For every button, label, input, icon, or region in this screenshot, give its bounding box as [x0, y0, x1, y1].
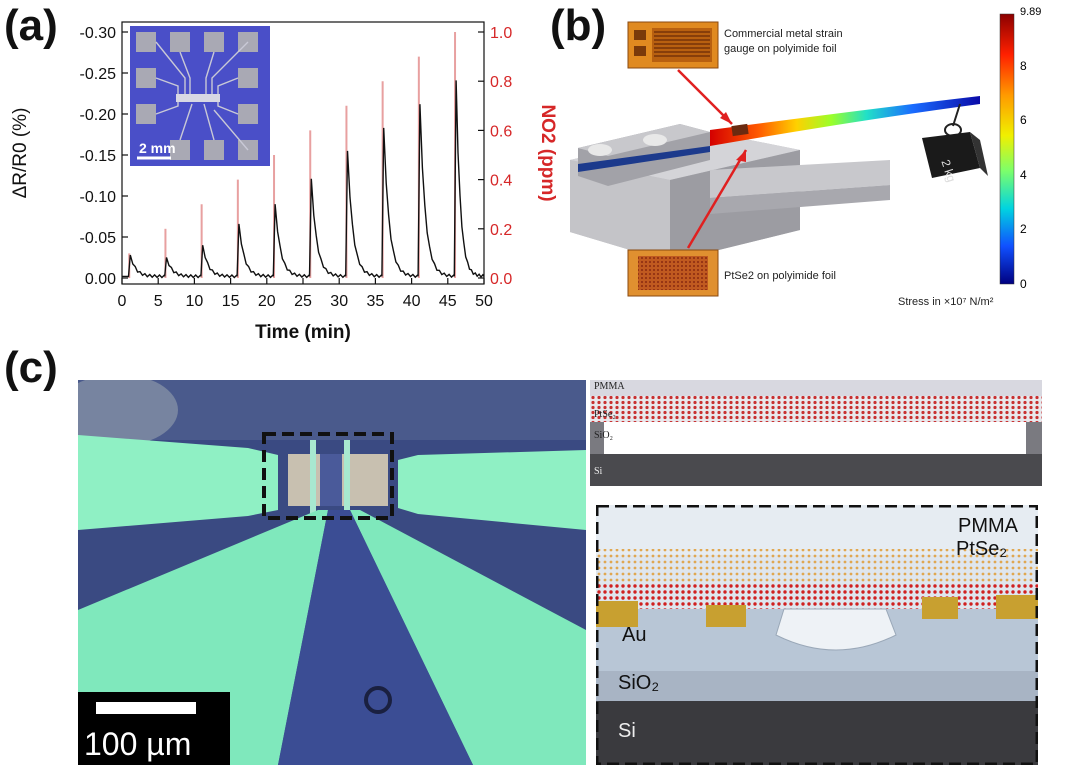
panel-b-illustration: 2 kg	[570, 13, 1015, 297]
detail-box	[596, 505, 1038, 765]
colorbar-label: Stress in ×10⁷ N/m²	[898, 296, 994, 308]
x-tick-label: 30	[330, 293, 348, 310]
y-left-tick-label: -0.15	[80, 148, 117, 165]
y-left-tick-label: -0.25	[80, 66, 117, 83]
weight-2kg	[922, 132, 980, 178]
ptse2-image	[627, 249, 719, 297]
y-right-tick-label: 0.4	[490, 173, 512, 190]
cross-section-top	[590, 380, 1042, 486]
panel-label-a: (a)	[4, 1, 58, 50]
y-left-tick-label: -0.10	[80, 189, 117, 206]
x-tick-label: 5	[154, 293, 163, 310]
colorbar-tick: 4	[1020, 167, 1027, 182]
ptse2-label: PtSe2 on polyimide foil	[724, 270, 836, 282]
resistance-response-curve	[122, 80, 485, 279]
stress-colorbar	[999, 13, 1015, 285]
y-right-tick-label: 0.6	[490, 123, 512, 140]
y-right-tick-label: 1.0	[490, 25, 512, 42]
layer-au: Au	[622, 624, 647, 646]
top-layer-pmma: PMMA	[594, 381, 625, 392]
top-layer-ptse2: PtSe₂	[594, 409, 616, 420]
inset-scale-label: 2 mm	[139, 140, 176, 156]
colorbar-tick: 8	[1020, 58, 1027, 73]
inset-electrode-image	[130, 26, 270, 166]
colorbar-tick: 6	[1020, 113, 1027, 128]
colorbar-tick: 2	[1020, 222, 1027, 237]
x-tick-label: 15	[222, 293, 240, 310]
optical-micrograph	[78, 380, 586, 765]
gauge-label-line1: Commercial metal strain	[724, 28, 843, 40]
commercial-gauge-image	[627, 21, 719, 69]
y-axis-left-label: ΔR/R0 (%)	[10, 108, 31, 199]
panel-label-b: (b)	[550, 1, 607, 50]
colorbar-tick: 0	[1020, 277, 1027, 291]
y-left-tick-label: -0.20	[80, 107, 117, 124]
chart-a: 2 mm 0 5 10 15 20 25 30 35 40 45 50 0.00 -0.05 -0.10 -…	[10, 21, 558, 343]
x-tick-label: 35	[367, 293, 385, 310]
top-layer-sio2: SiO₂	[594, 430, 614, 441]
layer-ptse2: PtSe₂	[956, 538, 1008, 560]
top-layer-si: Si	[594, 466, 603, 477]
gauge-label-line2: gauge on polyimide foil	[724, 43, 837, 55]
x-tick-label: 20	[258, 293, 276, 310]
cross-section-3d	[596, 505, 1038, 765]
x-tick-label: 40	[403, 293, 421, 310]
x-tick-label: 50	[475, 293, 493, 310]
layer-si: Si	[618, 720, 636, 742]
y-left-tick-label: -0.30	[80, 25, 117, 42]
y-right-tick-label: 0.2	[490, 222, 512, 239]
y-right-tick-label: 0.8	[490, 74, 512, 91]
arrow-ptse2	[686, 149, 748, 249]
y-axis-right-label: NO2 (ppm)	[537, 104, 558, 201]
panel-label-c: (c)	[4, 343, 58, 392]
y-left-tick-label: 0.00	[85, 271, 116, 288]
layer-pmma: PMMA	[958, 515, 1018, 537]
x-tick-label: 0	[118, 293, 127, 310]
x-tick-label: 25	[294, 293, 312, 310]
colorbar-max: 9.89	[1020, 6, 1042, 18]
weight-label: 2 kg	[938, 158, 958, 184]
y-right-tick-label: 0.0	[490, 271, 512, 288]
x-tick-label: 45	[439, 293, 457, 310]
cantilever-beam	[710, 96, 980, 146]
scale-bar-label: 100 µm	[84, 726, 192, 762]
layer-sio2: SiO₂	[618, 672, 660, 694]
x-tick-label: 10	[186, 293, 204, 310]
highlight-box	[262, 432, 394, 520]
x-axis-label: Time (min)	[255, 322, 351, 343]
y-left-tick-label: -0.05	[80, 230, 117, 247]
